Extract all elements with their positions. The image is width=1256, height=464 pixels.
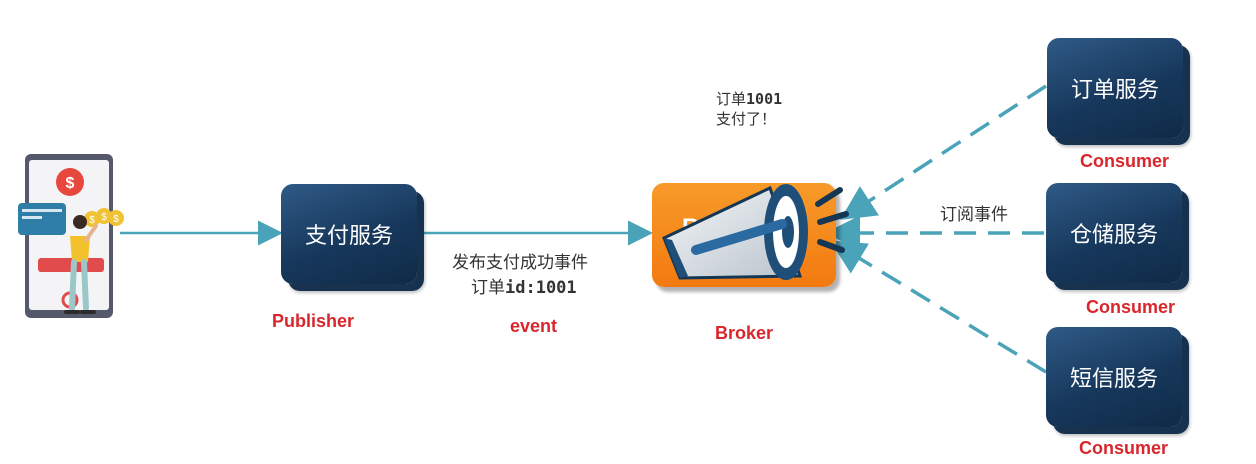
arrow-sms-to-broker: [830, 240, 1047, 374]
consumer-label-storage: Consumer: [1086, 297, 1176, 317]
broker-note-line1: 订单1001: [716, 88, 782, 109]
arrow-order-to-broker: [840, 84, 1047, 220]
broker-note-prefix: 订单: [716, 90, 747, 108]
broker-label: Broker: [715, 323, 774, 343]
svg-text:$: $: [113, 214, 119, 225]
pay-service-node: 支付服务: [281, 184, 417, 284]
event-note-line2-prefix: 订单: [471, 278, 505, 298]
phone-payment-icon: $ $ $ $: [18, 154, 124, 318]
subscribe-note: 订阅事件: [940, 205, 1008, 225]
event-note-line1: 发布支付成功事件: [452, 253, 588, 273]
broker-note-code: 1001: [746, 90, 783, 108]
svg-text:$: $: [101, 212, 107, 223]
event-label: event: [510, 316, 558, 336]
order-service-node: 订单服务: [1047, 38, 1183, 138]
broker-note-line2: 支付了！: [716, 110, 777, 128]
svg-text:$: $: [66, 175, 75, 192]
event-note-line2-code: id:1001: [505, 278, 577, 298]
consumer-label-order: Consumer: [1080, 151, 1170, 171]
sms-service-node: 短信服务: [1046, 327, 1182, 427]
megaphone-icon: [662, 184, 849, 280]
event-note-line2: 订单id:1001: [471, 273, 577, 298]
storage-service-node: 仓储服务: [1046, 183, 1182, 283]
consumer-label-sms: Consumer: [1079, 438, 1169, 458]
svg-text:$: $: [89, 215, 95, 226]
publisher-label: Publisher: [272, 311, 355, 331]
